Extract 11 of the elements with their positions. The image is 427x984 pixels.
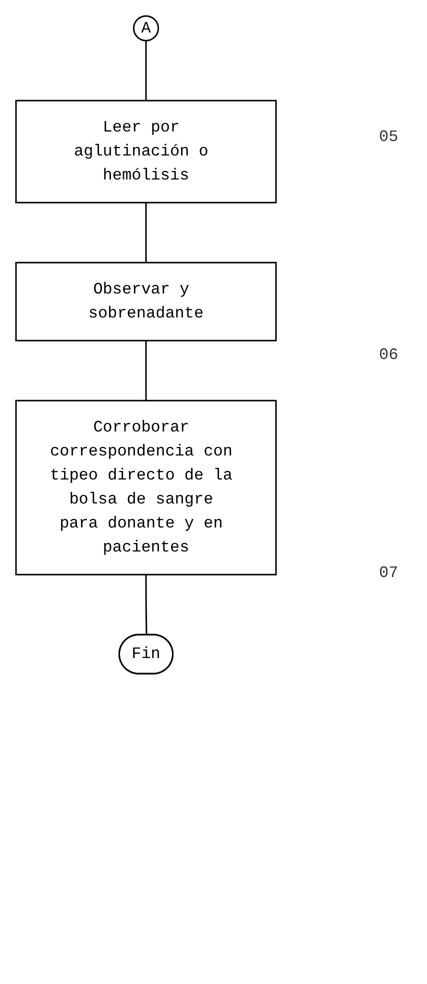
- node-box: Corroborar correspondencia con tipeo directo de la bolsa de sangre para donante y en pacientes: [15, 400, 277, 576]
- connector: [145, 574, 148, 636]
- node-box: Observar y sobrenadante: [15, 262, 277, 342]
- connector: [145, 40, 147, 101]
- connector: [145, 202, 147, 263]
- node-circle: A: [132, 15, 160, 42]
- step-number: 05: [379, 128, 400, 146]
- connector: [145, 340, 147, 401]
- node-box: Leer por aglutinación o hemólisis: [15, 100, 277, 204]
- step-number: 07: [379, 564, 400, 582]
- step-number: 06: [379, 346, 400, 364]
